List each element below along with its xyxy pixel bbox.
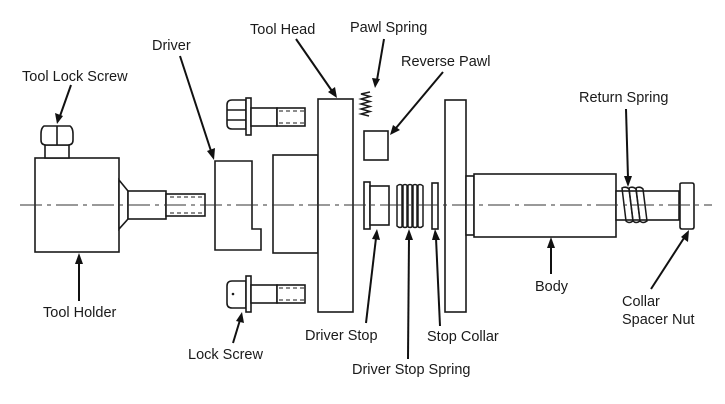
label-driver-stop-spring: Driver Stop Spring — [352, 362, 470, 378]
label-body: Body — [535, 279, 569, 295]
collar-spacer-nut-part — [679, 182, 695, 230]
tool-head-part — [272, 98, 354, 313]
pawl-spring-part — [358, 91, 373, 117]
leader-driver-stop-spring — [405, 229, 413, 360]
driver-part — [214, 160, 262, 251]
tool-lock-screw-part — [40, 125, 74, 159]
label-lock-screw: Lock Screw — [188, 347, 263, 363]
driver-stop-spring-part — [396, 183, 424, 229]
leader-stop-collar — [432, 229, 441, 327]
leader-pawl-spring — [372, 38, 385, 88]
label-driver-stop: Driver Stop — [305, 328, 378, 344]
label-collar-spacer-nut-line1: Collar — [622, 294, 660, 310]
lower-lock-screw-part — [226, 275, 306, 313]
reverse-pawl-part — [363, 130, 389, 161]
label-tool-lock-screw: Tool Lock Screw — [22, 69, 128, 85]
leader-collar-spacer-nut — [650, 230, 689, 290]
leader-return-spring — [624, 108, 632, 187]
label-stop-collar: Stop Collar — [427, 329, 499, 345]
upper-lock-screw-part — [226, 97, 306, 136]
leader-driver-stop — [365, 229, 380, 324]
label-pawl-spring: Pawl Spring — [350, 20, 427, 36]
leader-body — [547, 237, 555, 274]
stop-collar-part — [431, 182, 439, 230]
leader-tool-lock-screw — [55, 84, 72, 124]
label-tool-head: Tool Head — [250, 22, 315, 38]
body-part — [465, 173, 680, 238]
label-reverse-pawl: Reverse Pawl — [401, 54, 490, 70]
leader-reverse-pawl — [390, 71, 444, 135]
label-return-spring: Return Spring — [579, 90, 668, 106]
leader-lock-screw — [232, 312, 244, 344]
return-spring-part — [621, 186, 648, 224]
leader-driver — [179, 55, 215, 160]
label-collar-spacer-nut-line2: Spacer Nut — [622, 312, 695, 328]
body-flange-part — [444, 99, 467, 313]
label-driver: Driver — [152, 38, 191, 54]
driver-stop-part — [363, 181, 390, 230]
label-tool-holder: Tool Holder — [43, 305, 117, 321]
leader-tool-holder — [75, 253, 83, 301]
leader-tool-head — [295, 38, 337, 98]
